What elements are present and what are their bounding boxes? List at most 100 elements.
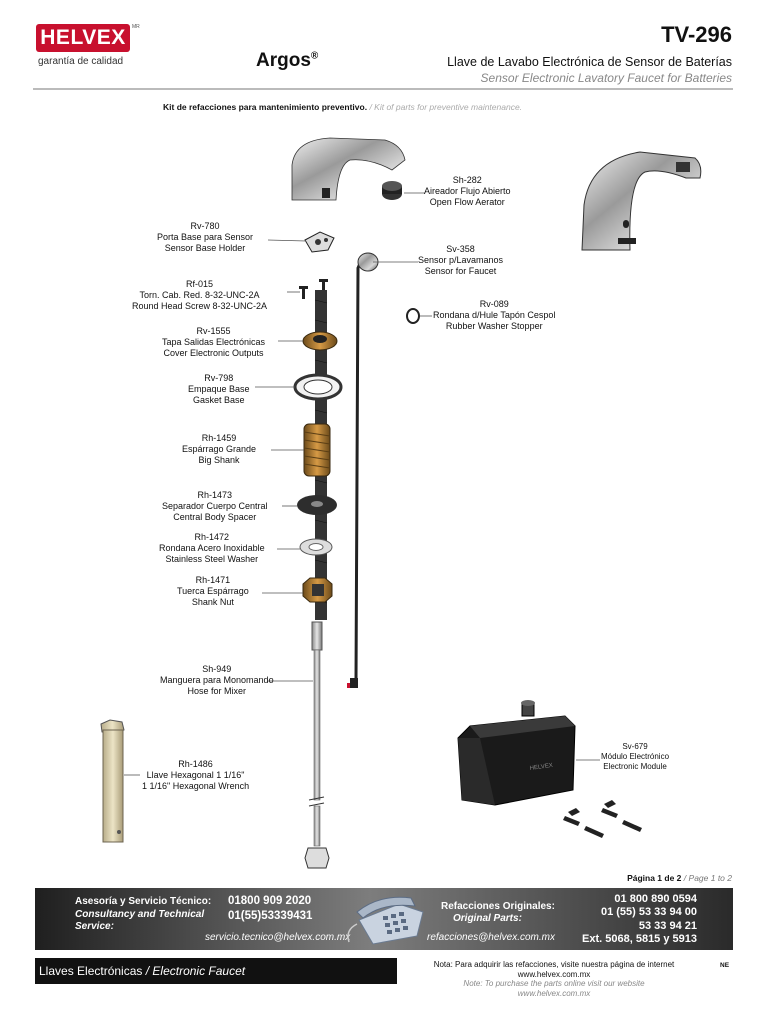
contact-band: Asesoría y Servicio Técnico: Consultancy…: [35, 888, 733, 950]
category-es: Llaves Electrónicas: [39, 964, 143, 978]
faucet-body-icon: [291, 137, 406, 201]
part-desc-es: Empaque Base: [188, 384, 250, 394]
kit-note: Kit de refacciones para mantenimiento pr…: [163, 102, 522, 112]
part-code: Rv-798: [204, 373, 234, 383]
kit-note-es: Kit de refacciones para mantenimiento pr…: [163, 102, 368, 112]
product-mark: ®: [310, 50, 319, 62]
stainless-washer-icon: [299, 538, 333, 556]
parts-phone-2: 01 (55) 53 33 94 00: [600, 906, 697, 918]
part-desc-es: Porta Base para Sensor: [157, 232, 254, 242]
part-code: Rv-089: [479, 299, 509, 309]
part-desc-es: Módulo Electrónico: [601, 752, 670, 761]
note-url-en[interactable]: www.helvex.com.mx: [517, 988, 591, 998]
aerator-icon: [382, 181, 402, 200]
part-desc-es: Sensor p/Lavamanos: [418, 255, 504, 265]
part-code: Sh-949: [202, 664, 232, 674]
part-desc-es: Torn. Cab. Red. 8-32-UNC-2A: [139, 290, 260, 300]
part-code: Rh-1473: [197, 490, 233, 500]
page-number: Página 1 de 2 / Page 1 to 2: [627, 873, 732, 883]
note-es: Nota: Para adquirir las refacciones, vis…: [433, 960, 675, 969]
category-en: / Electronic Faucet: [145, 964, 246, 978]
part-code: Sv-358: [446, 244, 475, 254]
module-screws-icon: [563, 800, 642, 838]
product-name-text: Argos: [256, 50, 311, 71]
header-divider: [33, 88, 733, 90]
part-desc-en: Central Body Spacer: [173, 512, 257, 522]
service-title-en: Consultancy and Technical Service:: [75, 909, 205, 932]
page-number-en: / Page 1 to 2: [683, 873, 732, 883]
exploded-diagram: HELVEX: [100, 137, 702, 869]
part-code: Rh-1459: [201, 433, 237, 443]
part-desc-es: Llave Hexagonal 1 1/16": [146, 770, 245, 780]
telephone-icon: [347, 896, 424, 945]
part-desc-en: Round Head Screw 8-32-UNC-2A: [132, 301, 268, 311]
part-code: Rh-1486: [178, 759, 213, 769]
part-desc-es: Tuerca Espárrago: [177, 586, 249, 596]
body-spacer-icon: [297, 495, 337, 515]
category-bar: Llaves Electrónicas / Electronic Faucet: [35, 958, 397, 984]
part-desc-en: Shank Nut: [191, 597, 234, 607]
part-desc-es: Tapa Salidas Electrónicas: [162, 337, 266, 347]
purchase-note: Nota: Para adquirir las refacciones, vis…: [404, 960, 704, 998]
service-phone-1: 01800 909 2020: [228, 895, 312, 907]
parts-extensions: Ext. 5068, 5815 y 5913: [582, 933, 697, 945]
part-code: Rh-1472: [194, 532, 230, 542]
product-name: Argos®: [256, 50, 318, 72]
part-desc-en: Electronic Module: [603, 762, 667, 771]
note-url-es[interactable]: www.helvex.com.mx: [517, 969, 591, 979]
screw-icon: [299, 279, 328, 299]
parts-email[interactable]: refacciones@helvex.com.mx: [427, 932, 555, 943]
parts-phone-3: 53 33 94 21: [638, 920, 697, 932]
part-code: Sv-679: [622, 742, 648, 751]
big-shank-icon: [303, 423, 331, 477]
part-desc-en: Sensor Base Holder: [164, 243, 246, 253]
part-desc-en: Sensor for Faucet: [424, 266, 497, 276]
cover-outputs-icon: [302, 331, 338, 351]
part-desc-en: Cover Electronic Outputs: [163, 348, 264, 358]
model-number: TV-296: [661, 22, 732, 47]
part-desc-es: Rondana d/Hule Tapón Cespol: [433, 310, 556, 320]
sensor-cable-icon: [347, 252, 379, 688]
note-en: Note: To purchase the parts online visit…: [463, 979, 645, 988]
part-desc-en: Gasket Base: [193, 395, 245, 405]
shank-nut-icon: [302, 577, 333, 603]
part-desc-es: Separador Cuerpo Central: [162, 501, 268, 511]
service-phone-2: 01(55)53339431: [228, 910, 313, 922]
part-desc-es: Espárrago Grande: [182, 444, 257, 454]
doc-code: NE: [720, 962, 730, 969]
part-desc-es: Aireador Flujo Abierto: [424, 186, 511, 196]
registered-mark: MR: [132, 24, 140, 30]
parts-title-en: Original Parts:: [453, 913, 522, 924]
service-email[interactable]: servicio.tecnico@helvex.com.mx: [205, 932, 351, 943]
page-number-es: Página 1 de 2: [627, 873, 682, 883]
module-brand-label: HELVEX: [529, 763, 553, 772]
kit-note-en: / Kit of parts for preventive maintenanc…: [369, 102, 523, 112]
subtitle-es: Llave de Lavabo Electrónica de Sensor de…: [447, 55, 732, 69]
part-code: Rh-1471: [195, 575, 231, 585]
part-desc-en: Open Flow Aerator: [429, 197, 505, 207]
rubber-washer-icon: [406, 308, 420, 324]
gasket-base-icon: [293, 373, 343, 401]
parts-title-es: Refacciones Originales:: [441, 901, 555, 912]
electronic-module-icon: HELVEX: [457, 700, 576, 806]
parts-phone-1: 01 800 890 0594: [614, 893, 697, 905]
part-desc-es: Manguera para Monomando: [160, 675, 274, 685]
part-desc-en: 1 1/16" Hexagonal Wrench: [142, 781, 250, 791]
part-desc-en: Rubber Washer Stopper: [445, 321, 543, 331]
part-code: Rv-780: [190, 221, 220, 231]
assembled-faucet-icon: [581, 151, 702, 251]
